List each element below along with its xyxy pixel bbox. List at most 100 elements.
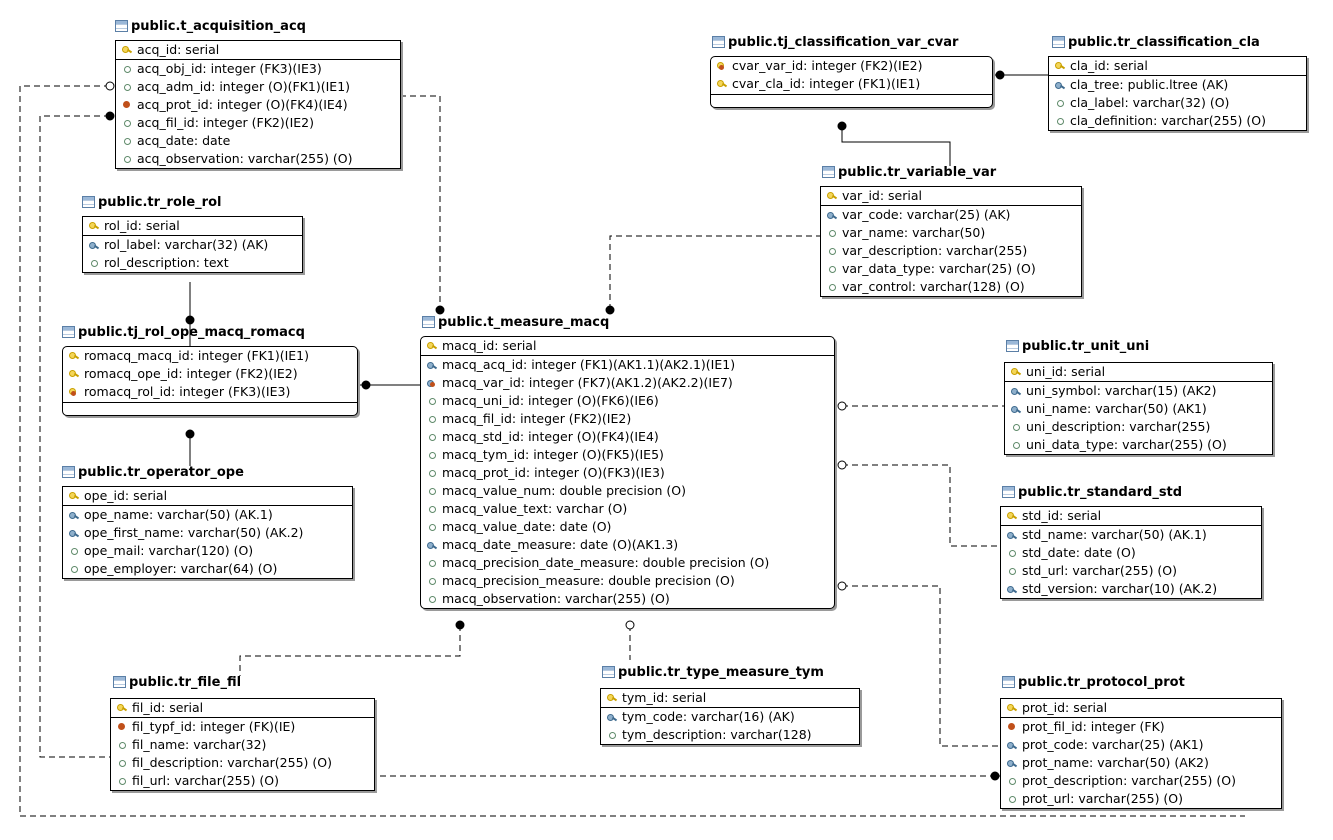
table-icon — [602, 666, 615, 678]
table-name: public.tr_file_fil — [129, 675, 242, 690]
key-key-icon — [69, 351, 79, 361]
table-title-tr-operator-ope: public.tr_operator_ope — [62, 464, 244, 482]
column-row: prot_id: serial — [1001, 699, 1281, 717]
column-row: ope_mail: varchar(120) (O) — [63, 542, 352, 560]
key-key-icon — [827, 191, 837, 201]
column-text: prot_name: varchar(50) (AK2) — [1022, 755, 1209, 770]
column-text: macq_date_measure: date (O)(AK1.3) — [442, 537, 679, 552]
primary-key-section: var_id: serial — [821, 187, 1081, 206]
table-title-tj-classification-var-cvar: public.tj_classification_var_cvar — [712, 34, 958, 52]
hollow-key-icon — [122, 136, 132, 146]
column-row: uni_symbol: varchar(15) (AK2) — [1005, 382, 1272, 400]
column-text: std_url: varchar(255) (O) — [1022, 563, 1178, 578]
column-text: ope_mail: varchar(120) (O) — [84, 543, 254, 558]
column-row: rol_id: serial — [83, 217, 302, 235]
column-row: acq_obj_id: integer (FK3)(IE3) — [116, 60, 400, 78]
column-text: macq_acq_id: integer (FK1)(AK1.1)(AK2.1)… — [442, 357, 736, 372]
hollow-key-icon — [69, 564, 79, 574]
akey-key-icon — [1011, 386, 1021, 396]
column-text: ope_name: varchar(50) (AK.1) — [84, 507, 273, 522]
column-text: macq_value_num: double precision (O) — [442, 483, 687, 498]
attribute-section: fil_typf_id: integer (FK)(IE)fil_name: v… — [111, 718, 374, 790]
column-row: rol_label: varchar(32) (AK) — [83, 236, 302, 254]
column-text: acq_obj_id: integer (FK3)(IE3) — [137, 61, 322, 76]
column-row: macq_prot_id: integer (O)(FK3)(IE3) — [421, 464, 834, 482]
hollow-key-icon — [122, 64, 132, 74]
table-name: public.tr_standard_std — [1018, 485, 1183, 500]
column-text: tym_description: varchar(128) — [622, 727, 812, 742]
column-text: acq_fil_id: integer (FK2)(IE2) — [137, 115, 315, 130]
hollow-key-icon — [427, 486, 437, 496]
table-icon — [82, 196, 95, 208]
table-title-tr-variable-var: public.tr_variable_var — [822, 164, 996, 182]
key-key-icon — [1007, 511, 1017, 521]
column-row: var_description: varchar(255) — [821, 242, 1081, 260]
primary-key-section: rol_id: serial — [83, 217, 302, 236]
table-name: public.t_measure_macq — [438, 315, 610, 330]
hollow-key-icon — [1055, 98, 1065, 108]
column-row: ope_name: varchar(50) (AK.1) — [63, 506, 352, 524]
column-row: tym_code: varchar(16) (AK) — [601, 708, 859, 726]
column-row: macq_value_date: date (O) — [421, 518, 834, 536]
akey-key-icon — [827, 210, 837, 220]
column-row: prot_name: varchar(50) (AK2) — [1001, 754, 1281, 772]
key-key-icon — [117, 703, 127, 713]
column-text: prot_url: varchar(255) (O) — [1022, 791, 1184, 806]
hollow-key-icon — [427, 558, 437, 568]
column-row: var_name: varchar(50) — [821, 224, 1081, 242]
column-text: macq_prot_id: integer (O)(FK3)(IE3) — [442, 465, 665, 480]
table-icon — [422, 316, 435, 328]
column-row: rol_description: text — [83, 254, 302, 272]
akey-key-icon — [1007, 584, 1017, 594]
column-row: cla_definition: varchar(255) (O) — [1049, 112, 1306, 130]
column-text: prot_fil_id: integer (FK) — [1022, 719, 1165, 734]
column-row: std_date: date (O) — [1001, 544, 1261, 562]
table-t-measure-macq: macq_id: serial macq_acq_id: integer (FK1… — [420, 336, 835, 609]
column-row: uni_name: varchar(50) (AK1) — [1005, 400, 1272, 418]
column-row: fil_id: serial — [111, 699, 374, 717]
column-row: macq_var_id: integer (FK7)(AK1.2)(AK2.2)… — [421, 374, 834, 392]
table-name: public.tr_classification_cla — [1068, 35, 1260, 50]
column-text: macq_id: serial — [442, 338, 537, 353]
fk-key-icon — [117, 722, 127, 732]
column-text: romacq_rol_id: integer (FK3)(IE3) — [84, 384, 291, 399]
column-row: cvar_var_id: integer (FK2)(IE2) — [711, 57, 992, 75]
column-row: tym_description: varchar(128) — [601, 726, 859, 744]
primary-key-section: romacq_macq_id: integer (FK1)(IE1)romacq… — [63, 347, 357, 403]
hollow-key-icon — [1011, 440, 1021, 450]
table-icon — [712, 36, 725, 48]
hollow-key-icon — [607, 730, 617, 740]
hollow-key-icon — [1055, 116, 1065, 126]
attribute-section: cla_tree: public.ltree (AK)cla_label: va… — [1049, 76, 1306, 130]
column-text: macq_tym_id: integer (O)(FK5)(IE5) — [442, 447, 664, 462]
column-text: rol_id: serial — [104, 218, 180, 233]
column-text: cla_definition: varchar(255) (O) — [1070, 113, 1266, 128]
primary-key-section: cvar_var_id: integer (FK2)(IE2)cvar_cla_… — [711, 57, 992, 95]
column-text: std_id: serial — [1022, 508, 1102, 523]
key-key-icon — [122, 45, 132, 55]
akey-key-icon — [69, 528, 79, 538]
column-text: var_control: varchar(128) (O) — [842, 279, 1025, 294]
hollow-key-icon — [69, 546, 79, 556]
column-text: uni_name: varchar(50) (AK1) — [1026, 401, 1207, 416]
table-icon — [1002, 676, 1015, 688]
column-row: fil_url: varchar(255) (O) — [111, 772, 374, 790]
table-title-tr-file-fil: public.tr_file_fil — [113, 674, 241, 692]
column-row: prot_url: varchar(255) (O) — [1001, 790, 1281, 808]
akey-key-icon — [427, 360, 437, 370]
column-text: romacq_ope_id: integer (FK2)(IE2) — [84, 366, 298, 381]
hollow-key-icon — [1007, 548, 1017, 558]
column-row: fil_name: varchar(32) — [111, 736, 374, 754]
table-title-tr-role-rol: public.tr_role_rol — [82, 194, 221, 212]
column-row: romacq_rol_id: integer (FK3)(IE3) — [63, 383, 357, 401]
column-row: fil_description: varchar(255) (O) — [111, 754, 374, 772]
table-name: public.tr_type_measure_tym — [618, 665, 824, 680]
hollow-key-icon — [427, 450, 437, 460]
column-text: macq_value_text: varchar (O) — [442, 501, 628, 516]
column-text: var_description: varchar(255) — [842, 243, 1028, 258]
column-text: cvar_var_id: integer (FK2)(IE2) — [732, 58, 923, 73]
